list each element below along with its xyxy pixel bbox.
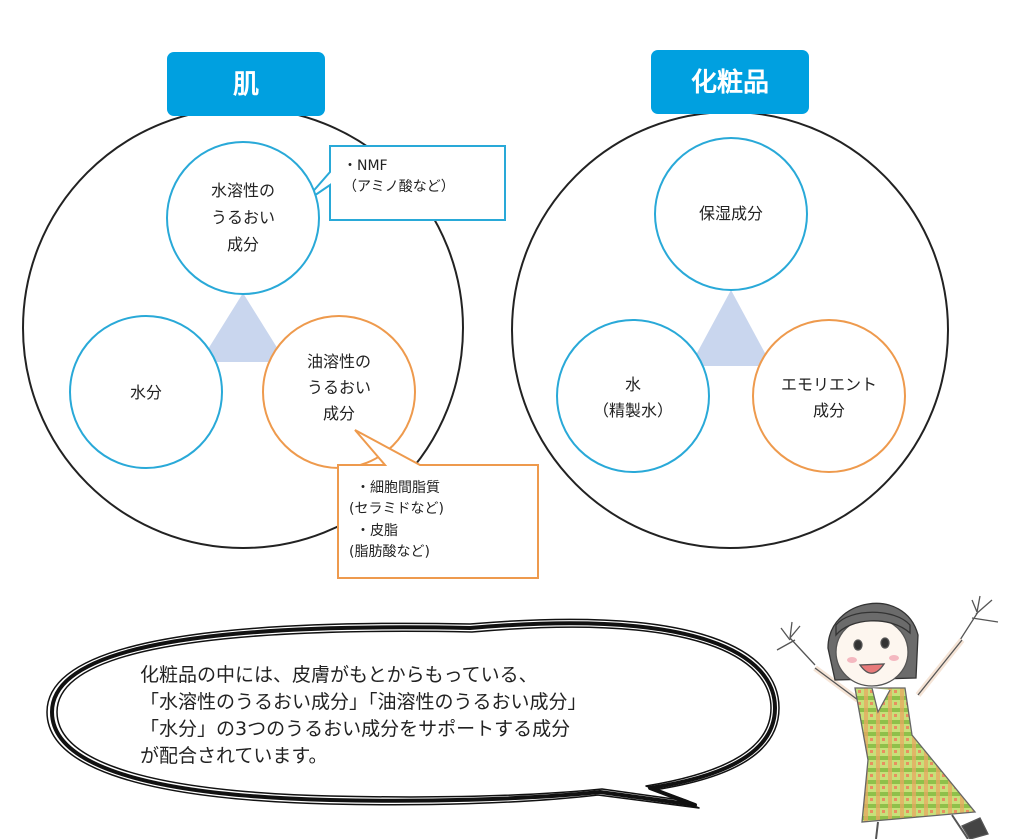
bubble-line-2: 「水溶性のうるおい成分」「油溶性のうるおい成分」 xyxy=(140,691,587,713)
water-soluble-line-3: 成分 xyxy=(227,235,259,254)
cosmetics-panel: 保湿成分 水 （精製水） エモリエント 成分 化粧品 xyxy=(511,50,949,549)
nmf-callout-line-1: ・NMF xyxy=(343,158,388,174)
lipids-callout: ・細胞間脂質 (セラミドなど) ・皮脂 (脂肪酸など) xyxy=(337,429,539,579)
purified-water-circle xyxy=(556,319,710,473)
dress xyxy=(854,687,977,823)
purified-water-line-2: （精製水） xyxy=(593,401,673,420)
lipids-line-4: (脂肪酸など) xyxy=(349,544,430,560)
left-hand xyxy=(776,621,816,666)
skin-panel: ・NMF （アミノ酸など） 水溶性の うるおい 成分 水分 油溶性の うるおい … xyxy=(22,52,539,579)
lipids-line-1: ・細胞間脂質 xyxy=(356,480,440,496)
emollient-circle xyxy=(752,319,906,473)
face xyxy=(835,617,909,687)
oil-soluble-line-3: 成分 xyxy=(323,404,355,423)
water-soluble-line-1: 水溶性の xyxy=(211,181,275,200)
oil-soluble-line-1: 油溶性の xyxy=(307,352,371,371)
water-soluble-moisture-circle xyxy=(166,141,320,295)
speech-bubble: 化粧品の中には、皮膚がもとからもっている、 「水溶性のうるおい成分」「油溶性のう… xyxy=(46,618,780,809)
water-label: 水分 xyxy=(130,383,162,402)
girl-illustration xyxy=(776,595,999,839)
emollient-line-2: 成分 xyxy=(813,401,845,420)
water-circle xyxy=(69,315,223,469)
lipids-callout-box xyxy=(337,429,539,579)
nmf-callout: ・NMF （アミノ酸など） xyxy=(301,145,506,221)
cosmetics-link-triangle xyxy=(690,290,772,366)
nmf-callout-line-2: （アミノ酸など） xyxy=(343,179,455,195)
speech-bubble-outline xyxy=(46,618,780,809)
oil-soluble-line-2: うるおい xyxy=(307,378,371,397)
skin-title: 肌 xyxy=(233,70,259,100)
nmf-callout-box xyxy=(301,145,506,221)
right-hand xyxy=(959,595,999,641)
lipids-line-3: ・皮脂 xyxy=(356,523,398,539)
emollient-line-1: エモリエント xyxy=(781,375,877,394)
humectant-circle xyxy=(654,137,808,291)
bubble-line-3: 「水分」の3つのうるおい成分をサポートする成分 xyxy=(140,718,570,740)
water-soluble-line-2: うるおい xyxy=(211,208,275,227)
skin-link-triangle xyxy=(200,293,286,362)
skin-title-tab xyxy=(167,52,325,116)
bubble-line-4: が配合されています。 xyxy=(140,745,328,767)
cosmetics-title: 化粧品 xyxy=(691,67,769,98)
lipids-line-2: (セラミドなど) xyxy=(349,501,444,517)
purified-water-line-1: 水 xyxy=(625,375,641,394)
humectant-label: 保湿成分 xyxy=(699,204,763,223)
bubble-line-1: 化粧品の中には、皮膚がもとからもっている、 xyxy=(140,664,538,686)
cosmetics-title-tab xyxy=(651,50,809,114)
